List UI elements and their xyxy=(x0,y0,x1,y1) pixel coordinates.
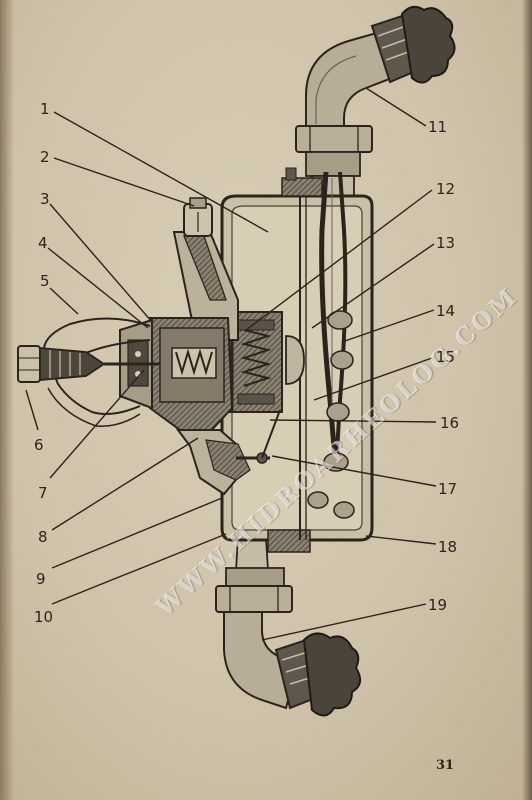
label-16: 16 xyxy=(440,414,459,432)
page-shadow-left xyxy=(0,0,14,800)
top-union-nut xyxy=(295,125,373,177)
label-17: 17 xyxy=(438,480,457,498)
label-13: 13 xyxy=(436,234,455,252)
bottom-hose-end xyxy=(302,632,362,717)
label-15: 15 xyxy=(436,348,455,366)
label-9: 9 xyxy=(36,570,46,588)
internal-spring-band xyxy=(319,171,348,471)
label-8: 8 xyxy=(38,528,48,546)
label-12: 12 xyxy=(436,180,455,198)
lever-pin xyxy=(236,409,281,464)
label-10: 10 xyxy=(34,608,53,626)
page-shadow-right xyxy=(522,0,532,800)
label-5: 5 xyxy=(40,272,50,290)
label-14: 14 xyxy=(436,302,455,320)
bottom-union-nut xyxy=(215,567,293,613)
leader-lines xyxy=(25,87,437,641)
top-nipple-fitting xyxy=(183,197,213,237)
label-3: 3 xyxy=(40,190,50,208)
label-6: 6 xyxy=(34,436,44,454)
bottom-flange xyxy=(267,529,311,553)
label-11: 11 xyxy=(428,118,447,136)
adjusting-screw xyxy=(17,345,106,383)
label-18: 18 xyxy=(438,538,457,556)
label-19: 19 xyxy=(428,596,447,614)
label-1: 1 xyxy=(40,100,50,118)
label-4: 4 xyxy=(38,234,48,252)
housing-side-ports xyxy=(307,310,355,519)
label-7: 7 xyxy=(38,484,48,502)
lower-body xyxy=(176,429,251,496)
top-hose-end xyxy=(400,5,456,84)
callout-labels: 1 2 3 4 5 6 7 8 9 10 11 12 13 14 15 16 1… xyxy=(34,100,459,626)
top-flange xyxy=(281,167,323,197)
label-2: 2 xyxy=(40,148,50,166)
page-number: 31 xyxy=(436,758,455,773)
valve-block xyxy=(149,317,234,436)
diaphragm-dome xyxy=(285,335,305,385)
